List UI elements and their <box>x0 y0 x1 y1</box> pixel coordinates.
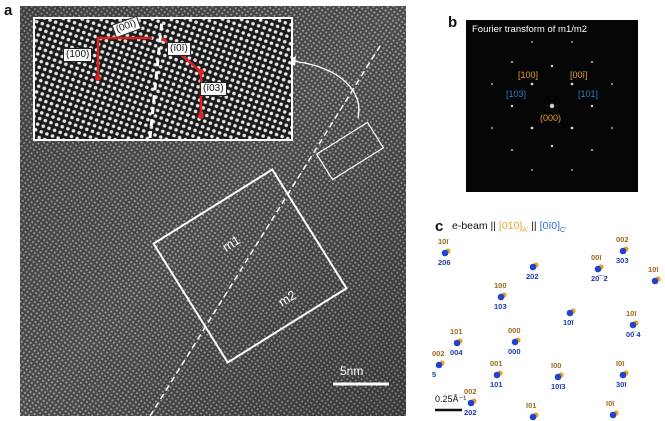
diff-spot-blue <box>529 263 537 271</box>
panel-a-letter: a <box>4 2 13 19</box>
diff-spot-blue <box>619 247 627 255</box>
caption-blue: [0ī0]C' <box>539 220 567 235</box>
fft-spots <box>491 41 613 171</box>
diff-label-orange: 002 <box>464 387 477 396</box>
diff-label-blue: 202 <box>464 408 477 417</box>
inset <box>33 17 293 141</box>
m1-m2-box <box>152 168 348 364</box>
diff-spot-blue <box>497 293 505 301</box>
panel-b-letter: b <box>448 14 458 31</box>
panel-c-letter: c <box>435 218 444 235</box>
diff-spot-blue <box>493 371 501 379</box>
diff-label-blue: 103 <box>494 302 507 311</box>
caption-prefix: e-beam || <box>452 220 496 232</box>
diff-spot-blue <box>441 249 449 257</box>
diff-label-orange: 100 <box>494 281 507 290</box>
diff-spot-blue <box>619 371 627 379</box>
diff-label-orange: ī0ī <box>605 399 615 408</box>
diffraction-pattern: 10ī 206 002 303 202 00ī 20̅¯2 10ī 100 103 10ī 10ī 00… <box>432 235 661 421</box>
caption-orange: [010]A' <box>498 220 529 235</box>
diff-spot-blue <box>566 309 574 317</box>
diff-spot-blue <box>467 399 475 407</box>
diff-label-blue: 303 <box>616 256 629 265</box>
fft-image: Fourier transform of m1/m2 [100] [00ī] [… <box>466 20 638 192</box>
diff-label-orange: 10ī <box>626 309 637 318</box>
diff-spot-blue <box>651 277 659 285</box>
diff-spot-blue <box>511 338 519 346</box>
diff-label-orange: 002 <box>432 349 445 358</box>
diff-label-blue: 206 <box>438 258 451 267</box>
diff-label-blue: 5 <box>432 370 436 379</box>
diff-label-blue: 20̅¯2 <box>591 274 608 283</box>
inset-boundary-line <box>148 19 164 139</box>
diff-spot-blue <box>609 411 617 419</box>
inset-label-100: (100) <box>63 48 93 62</box>
diff-label-orange: 001 <box>490 359 503 368</box>
fft-label-101: [101] <box>578 89 598 99</box>
scale-bar-label: 5nm <box>340 364 363 378</box>
inset-label-103: (ī03) <box>200 82 227 96</box>
diff-spot-blue <box>629 321 637 329</box>
red-trace-left <box>96 36 152 78</box>
diffraction-caption: e-beam || [010]A' || [0ī0]C' <box>452 220 566 234</box>
fft-label-000: (000) <box>540 113 561 123</box>
diff-label-orange: 101 <box>450 327 463 336</box>
diff-label-orange: ī0ī <box>615 359 625 368</box>
diff-label-orange: 00ī <box>591 253 602 262</box>
diff-label-orange: 10ī <box>648 265 659 274</box>
zoom-source-box <box>315 121 385 181</box>
fft-label-103: [103] <box>506 89 526 99</box>
diff-label-blue: 30ī <box>616 380 627 389</box>
diff-spot-blue <box>529 413 537 421</box>
stem-image: m1 m2 5nm <box>20 6 406 416</box>
fft-label-100: [100] <box>518 70 538 80</box>
diff-spot-blue <box>594 265 602 273</box>
diff-label-blue: 10ī3 <box>551 382 566 391</box>
diff-label-orange: 002 <box>616 235 629 244</box>
diff-spot-blue <box>554 373 562 381</box>
diff-label-blue: 202 <box>526 272 539 281</box>
diff-label-blue: 00̅ 4 <box>626 330 641 339</box>
caption-sep: || <box>531 220 537 232</box>
diff-label-blue: 10ī <box>563 318 574 327</box>
diff-scale-label: 0.25Å⁻¹ <box>435 394 466 404</box>
inset-label-10-1: (ī0ī) <box>167 42 191 56</box>
diff-label-blue: 101 <box>490 380 503 389</box>
zoom-arrow <box>289 60 360 119</box>
fft-title: Fourier transform of m1/m2 <box>472 24 587 35</box>
diff-label-orange: 000 <box>508 326 521 335</box>
diff-label-blue: 004 <box>450 348 463 357</box>
diff-label-orange: ī01 <box>525 401 536 410</box>
fft-label-00-1: [00ī] <box>570 70 588 80</box>
grain-boundary-line <box>149 45 381 416</box>
diff-label-orange: ī00 <box>550 361 561 370</box>
diff-spot-blue <box>453 339 461 347</box>
diff-label-orange: 10ī <box>438 237 449 246</box>
diff-spot-blue <box>435 361 443 369</box>
diff-label-blue: 000 <box>508 347 521 356</box>
